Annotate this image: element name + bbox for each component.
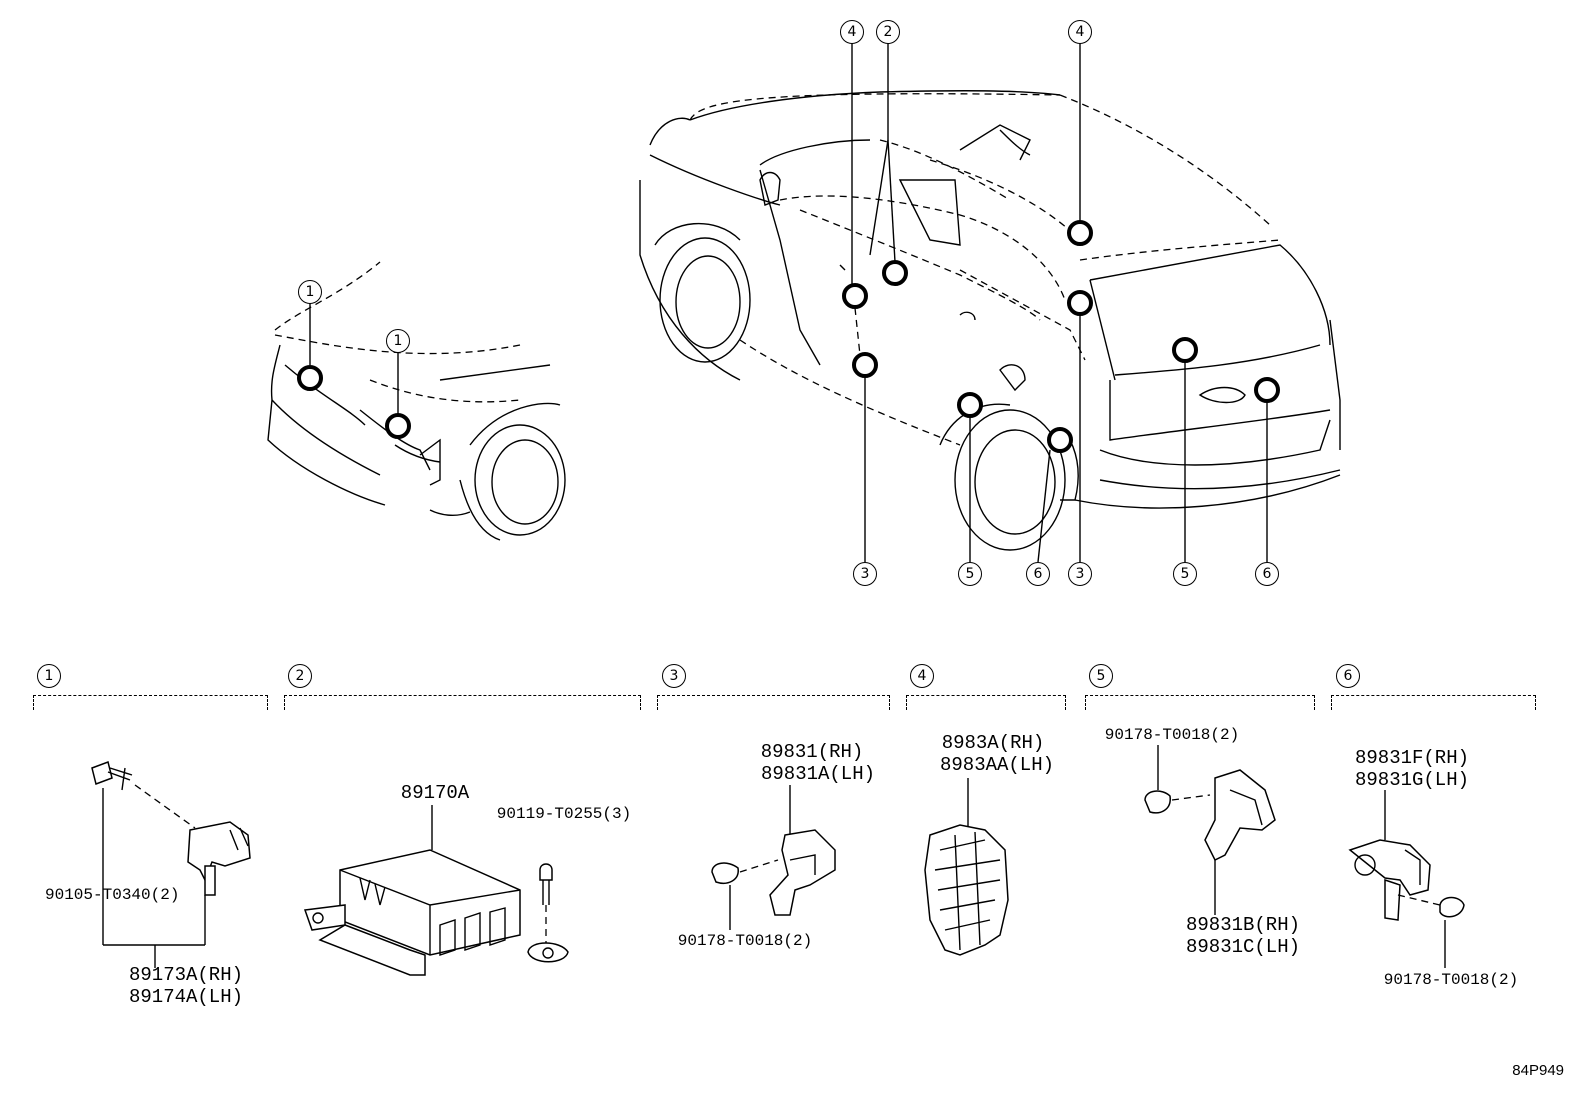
callout-4-top-right: 4 (1068, 20, 1092, 44)
group-4-parts (924, 778, 1009, 956)
part-8983aa: 8983AA(LH) (939, 754, 1055, 776)
group-3-bracket (657, 695, 890, 710)
part-89831b: 89831B(RH) (1185, 914, 1301, 936)
part-89831f: 89831F(RH) (1354, 747, 1470, 769)
marker-6b (1254, 377, 1280, 403)
marker-1b (385, 413, 411, 439)
part-89173a: 89173A(RH) (128, 964, 244, 986)
part-90105-t0340: 90105-T0340(2) (45, 886, 180, 904)
part-89174a: 89174A(LH) (128, 986, 244, 1008)
callout-3-bottom-right: 3 (1068, 562, 1092, 586)
part-89831: 89831(RH) (760, 741, 864, 763)
group-3-parts (711, 785, 836, 930)
group-2-number: 2 (288, 664, 312, 688)
group-4-number: 4 (910, 664, 934, 688)
callout-leaders (309, 42, 1268, 563)
group-5-number: 5 (1089, 664, 1113, 688)
marker-4a (842, 283, 868, 309)
part-90178-t0018-g6: 90178-T0018(2) (1383, 971, 1519, 989)
group-1-parts (91, 761, 251, 968)
group-2-bracket (284, 695, 641, 710)
part-89170a: 89170A (400, 782, 470, 804)
group-1-bracket (33, 695, 268, 710)
marker-2 (882, 260, 908, 286)
group-4-bracket (906, 695, 1066, 710)
part-89831a: 89831A(LH) (760, 763, 876, 785)
callout-1-front-left: 1 (298, 280, 322, 304)
callout-6-bottom-left: 6 (1026, 562, 1050, 586)
callout-2-top: 2 (876, 20, 900, 44)
group-1-number: 1 (37, 664, 61, 688)
marker-6a (1047, 427, 1073, 453)
marker-5a (957, 392, 983, 418)
location-markers (297, 220, 1280, 453)
group-2-parts (303, 805, 569, 976)
vehicle-rear-view (639, 90, 1341, 551)
part-8983a: 8983A(RH) (941, 732, 1045, 754)
group-5-parts (1144, 745, 1276, 915)
callout-5-bottom-right: 5 (1173, 562, 1197, 586)
part-89831c: 89831C(LH) (1185, 936, 1301, 958)
part-90119-t0255: 90119-T0255(3) (496, 805, 632, 823)
marker-3a (852, 352, 878, 378)
callout-6-bottom-right: 6 (1255, 562, 1279, 586)
group-6-bracket (1331, 695, 1536, 710)
callout-4-top-left: 4 (840, 20, 864, 44)
diagram-code: 84P949 (1512, 1062, 1564, 1079)
callout-3-bottom-left: 3 (853, 562, 877, 586)
group-6-parts (1348, 790, 1465, 968)
marker-4b (1067, 220, 1093, 246)
marker-5b (1172, 337, 1198, 363)
group-5-bracket (1085, 695, 1315, 710)
callout-5-bottom-left: 5 (958, 562, 982, 586)
group-3-number: 3 (662, 664, 686, 688)
callout-1-front-right: 1 (386, 329, 410, 353)
part-90178-t0018-g3: 90178-T0018(2) (677, 932, 813, 950)
group-6-number: 6 (1336, 664, 1360, 688)
part-90178-t0018-g5: 90178-T0018(2) (1104, 726, 1240, 744)
marker-1a (297, 365, 323, 391)
part-89831g: 89831G(LH) (1354, 769, 1470, 791)
marker-3b (1067, 290, 1093, 316)
